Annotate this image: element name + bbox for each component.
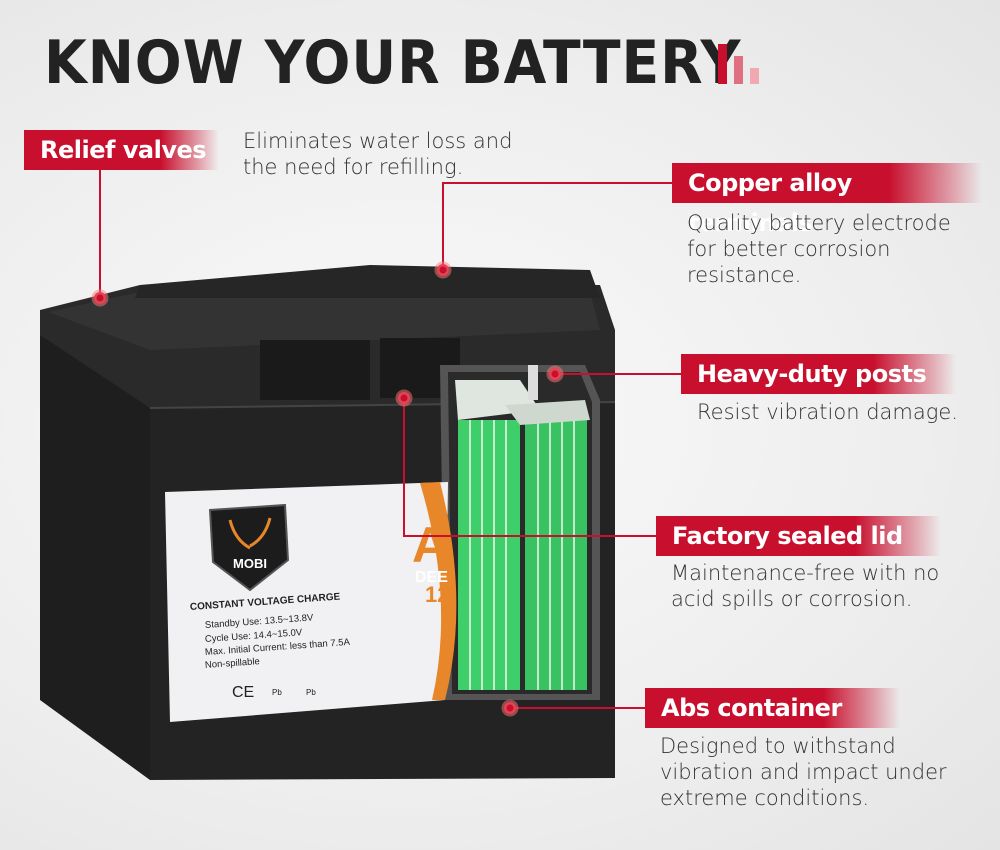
model-type: DEE: [415, 569, 448, 586]
feature-label-copper-terminals: Copper alloy terminals: [672, 163, 982, 237]
brand-logo-text: MOBI: [233, 556, 267, 571]
page-title: KNOW YOUR BATTERY: [44, 28, 742, 98]
model-letter: A: [412, 517, 448, 573]
ce-mark: CE: [232, 684, 255, 701]
feature-label-sealed-lid: Factory sealed lid: [656, 516, 941, 556]
model-voltage: 12: [425, 582, 449, 607]
feature-label-relief-valves: Relief valves: [24, 130, 219, 170]
bar-accent-icon: [718, 40, 768, 84]
feature-label-heavy-duty-posts: Heavy-duty posts: [681, 354, 956, 394]
recycle-icon: Pb: [306, 688, 316, 697]
feature-label-abs-container: Abs container: [645, 688, 900, 728]
battery-cells: [455, 365, 590, 690]
feature-desc-heavy-duty-posts: Resist vibration damage.: [697, 400, 958, 424]
callout-dots: [91, 261, 564, 717]
weee-bin-icon: Pb: [272, 688, 282, 697]
